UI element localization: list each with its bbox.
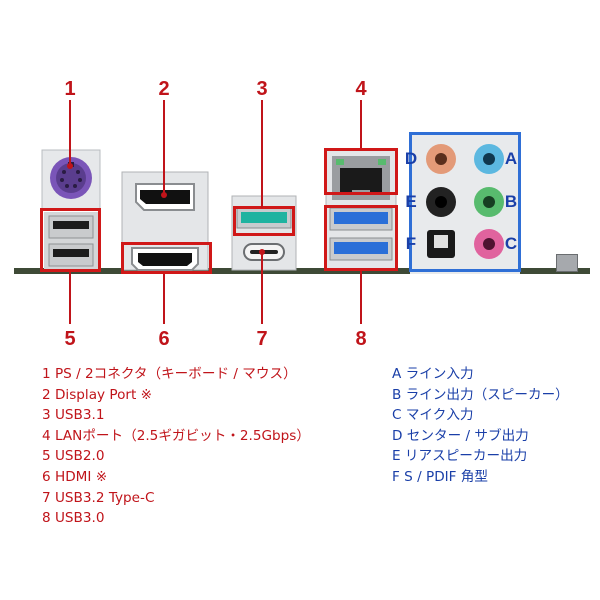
port-number-4: 4: [355, 78, 367, 100]
highlight-audio: [409, 132, 521, 272]
legend-audio: A ライン入力 B ライン出力（スピーカー） C マイク入力 D センター / …: [392, 364, 569, 488]
leader-5: [69, 272, 71, 324]
port-number-2: 2: [158, 78, 170, 100]
audio-jacks-block: [410, 132, 520, 274]
legend-audio-a: A ライン入力: [392, 366, 474, 382]
leader-6: [163, 274, 165, 324]
highlight-hdmi: [121, 242, 212, 274]
port-number-8: 8: [355, 328, 367, 350]
leader-dot-1: [67, 163, 73, 169]
leader-3: [261, 100, 263, 208]
leader-2: [163, 100, 165, 195]
dp-hdmi-block: [121, 171, 209, 271]
usb2-ports: [44, 212, 98, 270]
legend-port-7: 7 USB3.2 Type-C: [42, 489, 155, 506]
legend-audio-c: C マイク入力: [392, 407, 474, 424]
leader-1: [69, 100, 71, 165]
io-shield-tab: [556, 254, 578, 272]
board-edge: [14, 268, 590, 274]
leader-dot-2: [161, 192, 167, 198]
legend-audio-e: E リアスピーカー出力: [392, 448, 528, 465]
leader-8: [360, 271, 362, 324]
legend-port-4: 4 LANポート（2.5ギガビット・2.5Gbps）: [42, 427, 310, 444]
audio-letter-a: A: [504, 149, 518, 168]
legend-port-1: 1 PS / 2コネクタ（キーボード / マウス）: [42, 366, 297, 382]
audio-letter-c: C: [504, 234, 518, 253]
highlight-usb2: [40, 208, 101, 272]
legend-port-2: 2 Display Port ※: [42, 386, 153, 403]
audio-letter-d: D: [404, 149, 418, 168]
legend-ports: 1 PS / 2コネクタ（キーボード / マウス） 2 Display Port…: [42, 364, 310, 529]
legend-audio-d: D センター / サブ出力: [392, 427, 529, 444]
highlight-usb31: [233, 206, 295, 236]
highlight-lan: [324, 148, 398, 195]
highlight-usb3: [324, 205, 398, 271]
legend-port-3: 3 USB3.1: [42, 407, 105, 424]
legend-port-8: 8 USB3.0: [42, 510, 105, 527]
legend-port-5: 5 USB2.0: [42, 448, 105, 465]
port-number-3: 3: [256, 78, 268, 100]
legend-audio-f: F S / PDIF 角型: [392, 468, 488, 485]
leader-4: [360, 100, 362, 148]
legend-port-6: 6 HDMI ※: [42, 468, 108, 485]
audio-letter-f: F: [405, 234, 417, 253]
ps2-connector: [41, 149, 101, 211]
port-number-5: 5: [64, 328, 76, 350]
port-number-7: 7: [256, 328, 268, 350]
leader-7: [261, 252, 263, 324]
leader-dot-7: [259, 249, 265, 255]
port-number-6: 6: [158, 328, 170, 350]
audio-letter-e: E: [405, 192, 417, 211]
port-number-1: 1: [64, 78, 76, 100]
legend-audio-b: B ライン出力（スピーカー）: [392, 386, 569, 403]
audio-letter-b: B: [504, 192, 518, 211]
